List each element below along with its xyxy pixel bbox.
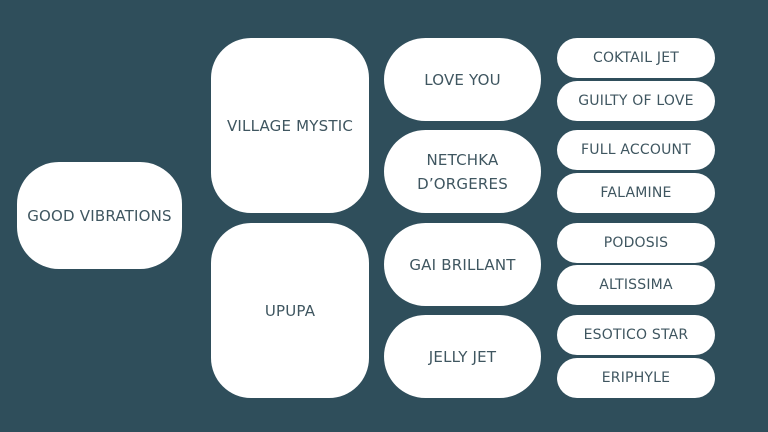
subject-box: GOOD VIBRATIONS (17, 162, 182, 269)
great-grandparent-box: GUILTY OF LOVE (557, 81, 715, 121)
great-grandparent-box: ERIPHYLE (557, 358, 715, 398)
grandparent-box: JELLY JET (384, 315, 541, 398)
grandparent-box: NETCHKA D’ORGERES (384, 130, 541, 213)
sire-box: VILLAGE MYSTIC (211, 38, 369, 213)
great-grandparent-box: COKTAIL JET (557, 38, 715, 78)
dam-box: UPUPA (211, 223, 369, 398)
grandparent-box: GAI BRILLANT (384, 223, 541, 306)
great-grandparent-box: FALAMINE (557, 173, 715, 213)
great-grandparent-box: PODOSIS (557, 223, 715, 263)
great-grandparent-box: ESOTICO STAR (557, 315, 715, 355)
great-grandparent-box: ALTISSIMA (557, 265, 715, 305)
grandparent-box: LOVE YOU (384, 38, 541, 121)
great-grandparent-box: FULL ACCOUNT (557, 130, 715, 170)
